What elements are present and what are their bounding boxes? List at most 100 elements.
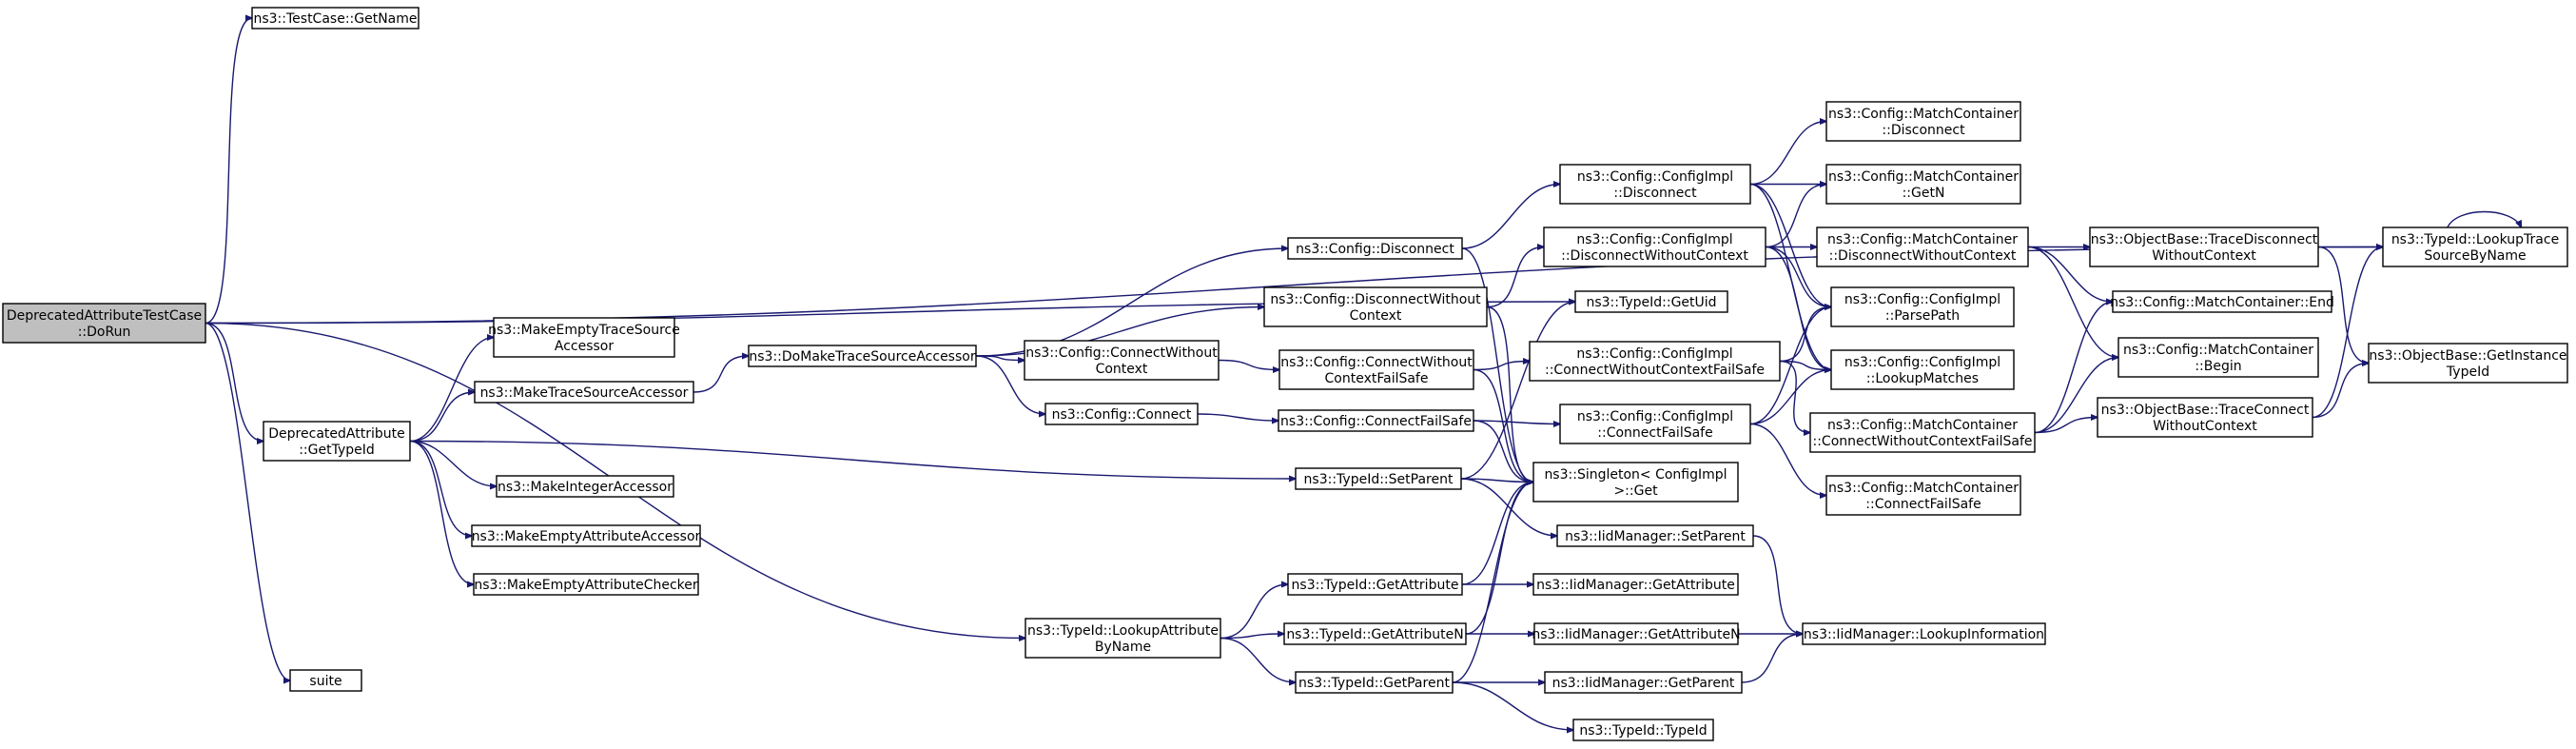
node-obTraceConnect[interactable]: ns3::ObjectBase::TraceConnectWithoutCont… (2097, 397, 2313, 438)
edge-implDisconnectWoc-to-parsePath (1765, 246, 1831, 307)
edge-obTraceDisconnect-to-obGetInstance (2317, 246, 2369, 364)
node-implConnectWocFs[interactable]: ns3::Config::ConfigImpl::ConnectWithoutC… (1529, 341, 1781, 382)
edge-implConnectWocFs-to-lookupMatches (1779, 360, 1831, 370)
node-mcEnd[interactable]: ns3::Config::MatchContainer::End (2110, 290, 2334, 313)
edge-layer (205, 18, 2522, 730)
node-mkemptyattracc[interactable]: ns3::MakeEmptyAttributeAccessor (471, 524, 701, 547)
call-edge (1460, 478, 1557, 536)
node-label-line: ns3::Singleton< ConfigImpl (1544, 467, 1727, 483)
node-mktrace[interactable]: ns3::MakeTraceSourceAccessor (474, 381, 694, 404)
node-mcDisconnectWoc[interactable]: ns3::Config::MatchContainer::DisconnectW… (1816, 227, 2029, 267)
edge-disconnectwoc-to-singleton (1486, 306, 1533, 483)
node-getparent[interactable]: ns3::TypeId::GetParent (1295, 671, 1454, 694)
node-singleton[interactable]: ns3::Singleton< ConfigImpl >::Get (1532, 462, 1739, 503)
edge-obTraceConnect-to-lookupTrace (2312, 247, 2383, 419)
call-edge (2034, 358, 2118, 434)
node-gettypeid[interactable]: DeprecatedAttribute::GetTypeId (263, 421, 411, 462)
node-label-line: ns3::Config::ConnectWithout (1280, 355, 1473, 370)
node-disconnect[interactable]: ns3::Config::Disconnect (1287, 237, 1463, 260)
node-suite[interactable]: suite (289, 669, 362, 692)
edge-implDisconnectWoc-to-lookupMatches (1765, 246, 1831, 370)
node-box (1532, 573, 1739, 596)
node-iidGetAttributeN[interactable]: ns3::IidManager::GetAttributeN (1532, 622, 1741, 645)
call-edge (409, 440, 472, 537)
node-label-line: ns3::TypeId::GetAttribute (1292, 578, 1459, 593)
node-mcGetN[interactable]: ns3::Config::MatchContainer::GetN (1825, 164, 2021, 205)
call-edge (1752, 535, 1803, 634)
node-setparent[interactable]: ns3::TypeId::SetParent (1295, 467, 1462, 490)
node-iidGetParent[interactable]: ns3::IidManager::GetParent (1544, 671, 1743, 694)
call-edge (693, 356, 749, 393)
node-lookupMatches[interactable]: ns3::Config::ConfigImpl::LookupMatches (1830, 349, 2015, 390)
call-edge (409, 392, 475, 443)
edge-implDisconnect-to-parsePath (1749, 183, 1831, 307)
node-box (1559, 404, 1751, 444)
node-getuid[interactable]: ns3::TypeId::GetUid (1574, 290, 1728, 313)
node-connect[interactable]: ns3::Config::Connect (1044, 403, 1199, 425)
node-label-line: TypeId (2446, 365, 2489, 380)
node-label-line: ns3::Config::MatchContainer (2123, 343, 2313, 358)
edge-getattribute-to-singleton (1461, 483, 1533, 585)
node-connectfs[interactable]: ns3::Config::ConnectFailSafe (1278, 409, 1474, 432)
node-mkint[interactable]: ns3::MakeIntegerAccessor (496, 475, 674, 498)
edge-obTraceConnect-to-obGetInstance (2312, 364, 2369, 419)
node-label-line: ::ConnectWithoutContextFailSafe (1812, 434, 2032, 449)
node-implDisconnect[interactable]: ns3::Config::ConfigImpl::Disconnect (1559, 164, 1751, 205)
node-disconnectwoc[interactable]: ns3::Config::DisconnectWithoutContext (1263, 286, 1488, 327)
node-implDisconnectWoc[interactable]: ns3::Config::ConfigImpl::DisconnectWitho… (1543, 227, 1766, 267)
node-iidGetAttribute[interactable]: ns3::IidManager::GetAttribute (1532, 573, 1739, 596)
node-label-line: ns3::DoMakeTraceSourceAccessor (749, 349, 975, 365)
edge-iidGetParent-to-iidLookupInfo (1741, 634, 1803, 683)
node-box (1825, 164, 2021, 205)
node-getname[interactable]: ns3::TestCase::GetName (251, 7, 420, 30)
node-mcConnectWocFs[interactable]: ns3::Config::MatchContainer::ConnectWith… (1809, 412, 2036, 453)
node-mkemptyattrchk[interactable]: ns3::MakeEmptyAttributeChecker (473, 573, 699, 596)
node-mcBegin[interactable]: ns3::Config::MatchContainer::Begin (2117, 337, 2319, 378)
node-obTraceDisconnect[interactable]: ns3::ObjectBase::TraceDisconnectWithoutC… (2089, 227, 2319, 267)
node-box (2117, 337, 2319, 378)
call-edge (1461, 483, 1533, 585)
call-edge (975, 355, 1025, 361)
node-connectwocfs[interactable]: ns3::Config::ConnectWithoutContextFailSa… (1278, 349, 1474, 390)
node-mcConnectFs[interactable]: ns3::Config::MatchContainer::ConnectFail… (1825, 475, 2021, 516)
node-box (1263, 286, 1488, 327)
node-root[interactable]: DeprecatedAttributeTestCase::DoRun (2, 303, 206, 344)
node-label-line: ns3::IidManager::GetParent (1552, 676, 1735, 691)
node-getattribute[interactable]: ns3::TypeId::GetAttribute (1287, 573, 1463, 596)
edge-connectfs-to-implConnectFs (1473, 420, 1560, 424)
node-mcDisconnect[interactable]: ns3::Config::MatchContainer::Disconnect (1825, 101, 2021, 142)
node-label-line: ns3::MakeIntegerAccessor (498, 480, 673, 495)
node-box (1556, 524, 1754, 547)
edge-setparent-to-getuid (1460, 302, 1575, 480)
node-connectwoc[interactable]: ns3::Config::ConnectWithoutContext (1024, 340, 1220, 381)
node-domaketrace[interactable]: ns3::DoMakeTraceSourceAccessor (748, 345, 977, 367)
call-edge (2027, 246, 2113, 303)
node-parsePath[interactable]: ns3::Config::ConfigImpl::ParsePath (1830, 286, 2015, 327)
node-label-line: ns3::Config::ConfigImpl (1577, 409, 1733, 424)
node-iidLookupInfo[interactable]: ns3::IidManager::LookupInformation (1802, 622, 2046, 645)
node-iidSetParent[interactable]: ns3::IidManager::SetParent (1556, 524, 1754, 547)
node-typeidTypeid[interactable]: ns3::TypeId::TypeId (1572, 719, 1714, 741)
edge-connectwoc-to-connectwocfs (1218, 359, 1279, 370)
node-box (1574, 290, 1728, 313)
call-edge (1461, 185, 1560, 249)
call-edge (1220, 584, 1288, 640)
node-getattributen[interactable]: ns3::TypeId::GetAttributeN (1283, 622, 1467, 645)
call-edge (2312, 247, 2383, 419)
node-box (471, 524, 701, 547)
node-label-line: Context (1350, 308, 1402, 324)
node-box (1825, 475, 2021, 516)
node-label-line: ns3::ObjectBase::GetInstance (2369, 348, 2566, 364)
node-implConnectFs[interactable]: ns3::Config::ConfigImpl::ConnectFailSafe (1559, 404, 1751, 444)
call-edge (1765, 246, 1831, 370)
edge-gettypeid-to-mkint (409, 440, 497, 487)
node-label-line: ns3::Config::MatchContainer (1828, 481, 2019, 496)
call-edge (1473, 420, 1560, 424)
call-edge (1749, 122, 1826, 186)
node-label-line: ns3::IidManager::GetAttribute (1536, 578, 1735, 593)
edge-gettypeid-to-mkemptytrace (409, 338, 494, 443)
